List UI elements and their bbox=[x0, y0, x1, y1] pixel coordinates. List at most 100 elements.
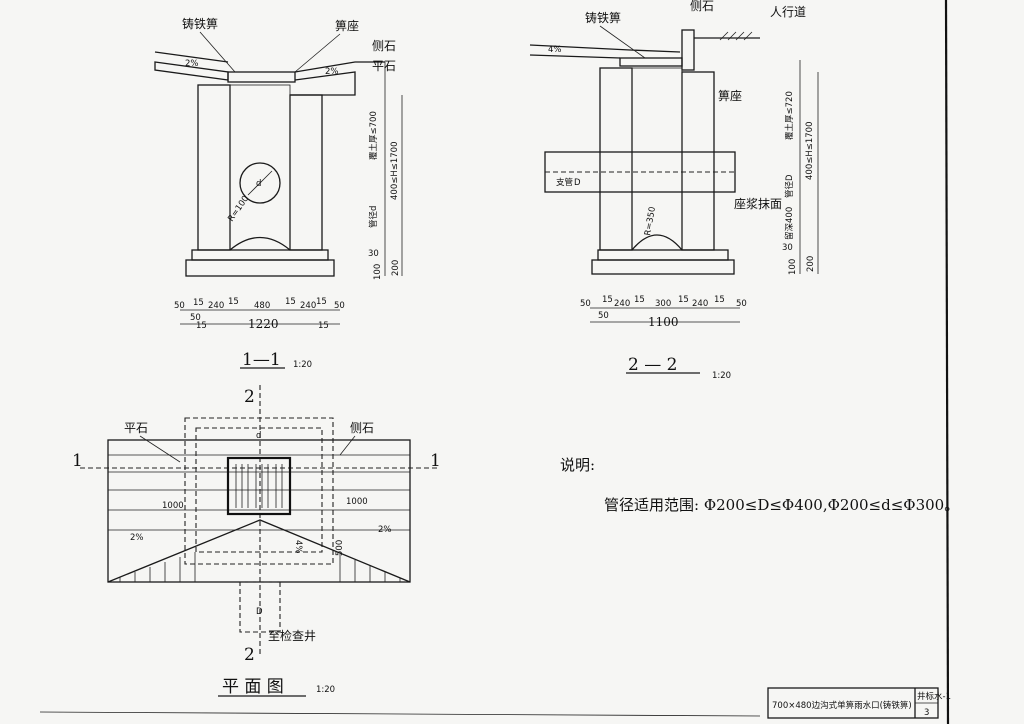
plan-label-2b: 2% bbox=[378, 525, 392, 535]
base-mortar bbox=[597, 249, 729, 261]
curb-stone bbox=[681, 29, 695, 71]
label-slope-left: 2% bbox=[185, 59, 199, 69]
plan-label-curb: 侧石 bbox=[350, 421, 374, 435]
grate-bars bbox=[235, 464, 283, 508]
hdim-1100: 1100 bbox=[648, 315, 679, 329]
label-mortar: 座浆抹面 bbox=[734, 196, 782, 211]
road-line bbox=[529, 44, 681, 53]
vdim-range: 400≤H≤1700 bbox=[390, 142, 400, 201]
title-block-code: 井标水-1 bbox=[917, 691, 951, 702]
label-branch: 支管 bbox=[556, 177, 573, 188]
vdim-cover: 覆土厚≤720 bbox=[784, 91, 795, 140]
base-concrete bbox=[185, 259, 335, 277]
plan-label-to-well: 至检查井 bbox=[268, 628, 316, 643]
vdim-200: 200 bbox=[391, 260, 401, 276]
hdim-15d: 15 bbox=[714, 295, 725, 305]
base-concrete bbox=[591, 259, 735, 275]
road-line-2 bbox=[529, 54, 621, 59]
road-line-left bbox=[154, 51, 229, 63]
wall-left bbox=[197, 84, 231, 251]
title-block: 700×480边沟式单箅雨水口(铸铁箅) 井标水-1 3 bbox=[767, 687, 951, 719]
plan-cut-left: 1 bbox=[72, 451, 83, 471]
vdim-cover: 覆土厚≤700 bbox=[368, 111, 379, 160]
slope-hatch bbox=[119, 552, 401, 582]
label-grate: 铸铁箅 bbox=[585, 10, 621, 25]
wall-left bbox=[599, 67, 633, 251]
vdim-100: 100 bbox=[788, 259, 798, 275]
plan-label-1000b: 1000 bbox=[346, 497, 368, 507]
label-frame: 箅座 bbox=[335, 18, 359, 33]
hdim-480: 480 bbox=[254, 301, 270, 311]
chamber-outline-outer bbox=[184, 417, 334, 565]
label-curb: 侧石 bbox=[372, 39, 396, 53]
label-pipe-d: d bbox=[256, 179, 261, 189]
plan-view: 平石 侧石 1 1 2 2 d D 1000 1000 2% 2% 4% 500… bbox=[72, 385, 441, 697]
leader-grate bbox=[199, 31, 236, 73]
title-block-page: 3 bbox=[924, 708, 929, 718]
plan-label-flat-stone: 平石 bbox=[124, 421, 148, 435]
hdim-50a: 50 bbox=[580, 299, 591, 309]
plan-title: 平 面 图 bbox=[222, 677, 284, 697]
bottom-fillet bbox=[229, 237, 291, 251]
grate bbox=[619, 57, 683, 67]
plan-cut-right: 1 bbox=[430, 451, 441, 471]
wall-right bbox=[289, 94, 323, 251]
vdim-200: 200 bbox=[806, 256, 816, 272]
chamber bbox=[229, 84, 291, 251]
leader-grate bbox=[599, 25, 646, 59]
hdim-15b: 15 bbox=[634, 295, 645, 305]
plan-leader-curb bbox=[339, 435, 356, 456]
vdim-range: 400≤H≤1700 bbox=[805, 122, 815, 181]
chamber-outline-inner bbox=[195, 427, 323, 553]
outlet-pipe bbox=[239, 162, 281, 204]
section-2-title: 2 — 2 bbox=[628, 355, 677, 375]
vdim-400: 留深400 bbox=[784, 207, 795, 240]
flat-stone-shape bbox=[290, 71, 356, 96]
hdim-240b: 240 bbox=[300, 301, 316, 311]
slope-triangle bbox=[107, 519, 411, 583]
plan-label-4: 4% bbox=[293, 540, 303, 554]
hdim-300: 300 bbox=[655, 299, 671, 309]
hdim-240b: 240 bbox=[692, 299, 708, 309]
section-1-scale: 1:20 bbox=[293, 360, 312, 370]
hdim-240a: 240 bbox=[208, 301, 224, 311]
hdim-50c: 50 bbox=[190, 313, 201, 323]
plan-label-d: d bbox=[256, 431, 261, 441]
vdim-100: 100 bbox=[373, 264, 383, 280]
hdim-50b: 50 bbox=[736, 299, 747, 309]
hdim-15b: 15 bbox=[228, 297, 239, 307]
road-line-right bbox=[294, 61, 385, 73]
sheet-border-right bbox=[944, 0, 950, 724]
plan-label-d-big: D bbox=[256, 607, 263, 617]
grate bbox=[227, 71, 296, 83]
vdim-30: 30 bbox=[368, 249, 379, 259]
plan-cut-top: 2 bbox=[244, 387, 255, 407]
plan-label-500: 500 bbox=[335, 540, 345, 556]
label-radius: R=350 bbox=[643, 206, 658, 237]
title-block-name: 700×480边沟式单箅雨水口(铸铁箅) bbox=[772, 700, 912, 711]
plan-label-2a: 2% bbox=[130, 533, 144, 543]
road-outline bbox=[107, 439, 411, 583]
section-2-scale: 1:20 bbox=[712, 371, 731, 381]
hdim-15e: 15 bbox=[196, 321, 207, 331]
label-flat-stone: 平石 bbox=[372, 59, 396, 73]
hdim-15c: 15 bbox=[678, 295, 689, 305]
chamber bbox=[631, 67, 683, 251]
hdim-50b: 50 bbox=[334, 301, 345, 311]
leader-frame bbox=[294, 33, 341, 73]
label-sidewalk: 人行道 bbox=[770, 5, 806, 19]
sidewalk-hatch bbox=[719, 31, 753, 41]
plan-cut-bottom: 2 bbox=[244, 645, 255, 665]
hdim-50c: 50 bbox=[598, 311, 609, 321]
hdim-1220: 1220 bbox=[248, 317, 279, 331]
hdim-15d: 15 bbox=[316, 297, 327, 307]
wall-right bbox=[681, 71, 715, 251]
label-frame: 箅座 bbox=[718, 88, 742, 103]
hdim-15a: 15 bbox=[193, 298, 204, 308]
section-1-1: 铸铁箅 箅座 侧石 平石 2% 2% d R=100 管径d 覆土厚≤700 4… bbox=[154, 16, 403, 370]
sheet-border-bottom bbox=[39, 711, 761, 717]
plan-label-1000a: 1000 bbox=[162, 501, 184, 511]
bottom-fillet bbox=[631, 234, 683, 251]
